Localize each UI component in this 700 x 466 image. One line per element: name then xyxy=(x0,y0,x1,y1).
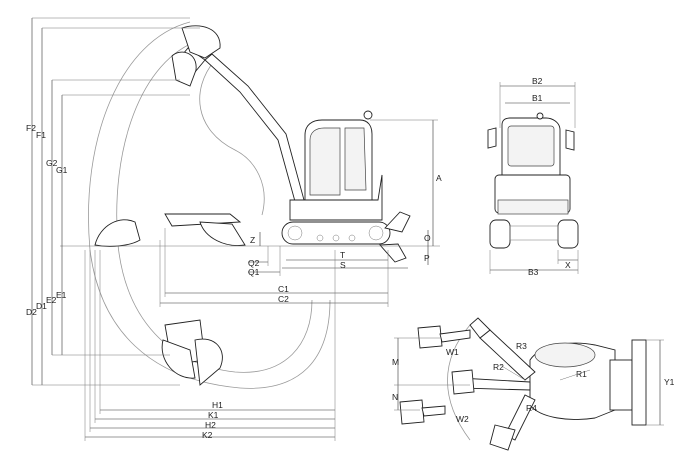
label-E1: E1 xyxy=(56,290,67,300)
label-K2: K2 xyxy=(202,430,213,440)
bucket-deep-2 xyxy=(194,338,223,386)
front-undercarriage xyxy=(509,225,559,241)
label-B1: B1 xyxy=(532,93,543,103)
reach-envelope-inner xyxy=(116,39,313,373)
label-D2: D2 xyxy=(26,307,37,317)
label-F2: F2 xyxy=(26,123,36,133)
top-bucket-upper xyxy=(417,325,443,349)
front-track-right xyxy=(557,219,579,249)
reach-envelope-outer xyxy=(88,21,331,389)
label-X: X xyxy=(565,260,571,270)
label-D1: D1 xyxy=(36,301,47,311)
bucket-far xyxy=(94,219,141,247)
front-mirror-right xyxy=(565,129,575,151)
bucket-raised-top xyxy=(181,25,221,59)
label-R2: R2 xyxy=(493,362,504,372)
label-C1: C1 xyxy=(278,284,289,294)
label-G2: G2 xyxy=(46,158,58,168)
label-M: M xyxy=(392,357,399,367)
reach-envelope-near xyxy=(199,59,265,216)
label-O: O xyxy=(424,233,431,243)
label-C2: C2 xyxy=(278,294,289,304)
label-H2: H2 xyxy=(205,420,216,430)
bucket-deep-1 xyxy=(161,339,196,379)
top-blade xyxy=(631,339,647,426)
label-R1: R1 xyxy=(576,369,587,379)
top-view: M N W1 W2 R1 R2 R3 R4 Y1 xyxy=(392,317,675,451)
top-bucket-mid xyxy=(451,369,475,395)
top-bucket-swung xyxy=(489,424,516,451)
bucket-ground xyxy=(199,221,246,246)
label-R4: R4 xyxy=(526,403,537,413)
label-B3: B3 xyxy=(528,267,539,277)
label-K1: K1 xyxy=(208,410,219,420)
front-blade xyxy=(497,199,569,215)
cab-window xyxy=(309,127,341,196)
front-mirror-left xyxy=(487,127,497,149)
top-arm-far xyxy=(439,329,471,343)
label-T: T xyxy=(340,250,345,260)
cab-window-rear xyxy=(344,127,367,191)
front-beacon-light-icon xyxy=(536,112,544,120)
beacon-light-icon xyxy=(363,110,373,120)
label-E2: E2 xyxy=(46,295,57,305)
label-S: S xyxy=(340,260,346,270)
label-Q1: Q1 xyxy=(248,267,260,277)
label-N: N xyxy=(392,392,398,402)
dozer-blade-lowered xyxy=(379,243,407,263)
front-view: B2 B1 B3 X xyxy=(487,76,579,277)
label-Z: Z xyxy=(250,235,255,245)
left-dimension-lines xyxy=(31,17,200,386)
label-G1: G1 xyxy=(56,165,68,175)
top-boom-offset-upper xyxy=(479,329,536,381)
label-P: P xyxy=(424,253,430,263)
label-A: A xyxy=(436,173,442,183)
front-cab-window xyxy=(507,125,555,167)
top-boom-offset-lower xyxy=(504,394,536,441)
label-R3: R3 xyxy=(516,341,527,351)
label-H1: H1 xyxy=(212,400,223,410)
label-Y1: Y1 xyxy=(664,377,675,387)
top-arm-lower xyxy=(421,405,446,417)
bucket-raised-mid xyxy=(171,51,197,87)
label-W1: W1 xyxy=(446,347,459,357)
upper-structure xyxy=(289,174,383,221)
label-B2: B2 xyxy=(532,76,543,86)
top-bucket-lower xyxy=(399,399,425,425)
boom xyxy=(204,53,305,206)
label-W2: W2 xyxy=(456,414,469,424)
top-track-frame xyxy=(609,359,633,411)
top-cab xyxy=(534,342,596,368)
label-Q2: Q2 xyxy=(248,258,260,268)
top-arm-upper xyxy=(469,317,491,339)
label-F1: F1 xyxy=(36,130,46,140)
dozer-blade xyxy=(384,211,411,233)
front-track-left xyxy=(489,219,511,249)
side-view: F2 F1 G2 G1 D2 D1 E2 E1 A Z O P Q2 Q1 T … xyxy=(26,17,442,441)
track xyxy=(281,221,391,245)
track-rollers xyxy=(287,225,384,242)
